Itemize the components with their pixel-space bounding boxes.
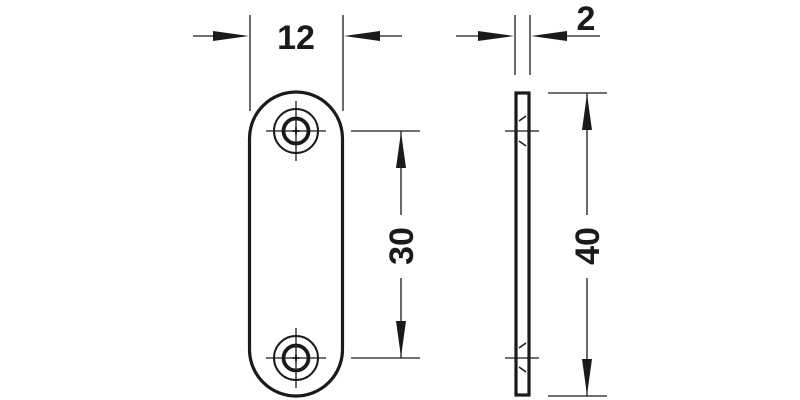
length-dimension-label: 40 [569, 227, 607, 265]
thickness-dimension: 2 [456, 0, 600, 75]
arrow-up-icon [396, 132, 406, 168]
width-dimension-label: 12 [277, 19, 315, 57]
arrow-right-icon [213, 31, 249, 41]
arrow-left-icon [344, 31, 380, 41]
hole-spacing-label: 30 [383, 227, 421, 265]
arrow-down-icon [396, 321, 406, 357]
length-dimension: 40 [548, 92, 607, 397]
side-profile-outline [514, 91, 531, 397]
hole-spacing-dimension: 30 [351, 130, 421, 359]
arrow-up-icon [582, 94, 592, 130]
width-dimension: 12 [193, 15, 402, 111]
arrow-down-icon [582, 359, 592, 395]
bottom-screw-hole-icon [266, 328, 326, 388]
plate-outline [247, 90, 345, 398]
arrow-right-icon [478, 31, 514, 41]
arrow-left-icon [531, 31, 567, 41]
front-view [247, 90, 345, 398]
side-view [505, 91, 539, 397]
top-screw-hole-icon [266, 101, 326, 161]
thickness-dimension-label: 2 [577, 0, 596, 38]
